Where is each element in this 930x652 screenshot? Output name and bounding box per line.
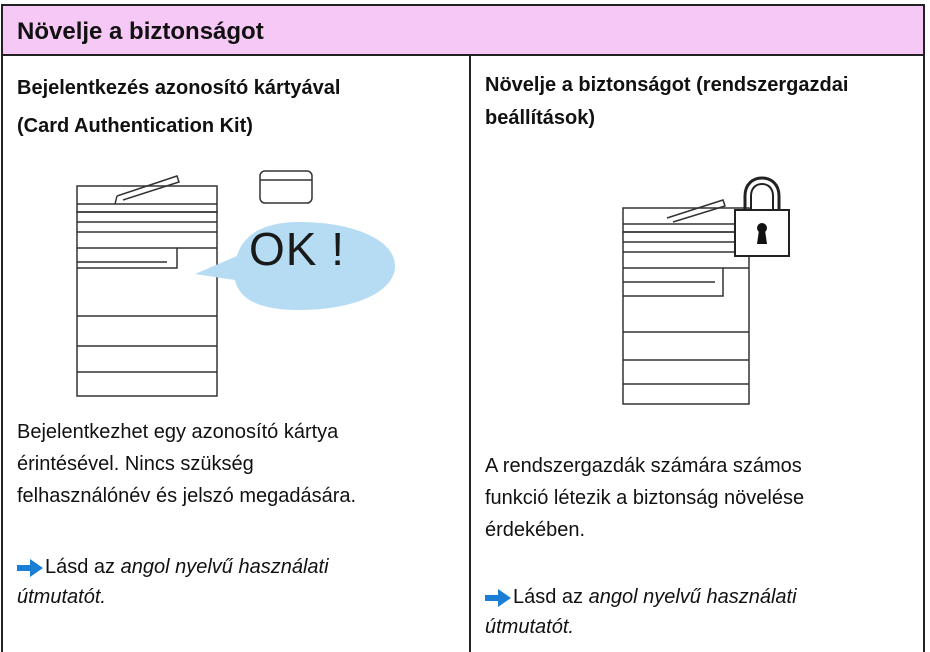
card-auth-description-line: Bejelentkezhet egy azonosító kártya — [17, 421, 339, 443]
ok-label: OK ! — [249, 223, 346, 275]
admin-security-description-line: funkció létezik a biztonság növelése — [485, 487, 805, 509]
printer-icon — [76, 175, 218, 397]
card-auth-description: Bejelentkezhet egy azonosító kártya érin… — [17, 416, 457, 512]
admin-security-reference: Lásd az angol nyelvű használati útmutató… — [485, 582, 915, 642]
reference-prefix: Lásd az — [45, 556, 116, 578]
reference-link[interactable]: útmutatót. — [485, 616, 574, 638]
reference-prefix: Lásd az — [513, 586, 584, 608]
admin-security-title: Növelje a biztonságot (rendszergazdai be… — [485, 69, 915, 135]
printer-icon — [622, 199, 750, 405]
section-header: Növelje a biztonságot — [1, 4, 925, 56]
card-auth-reference: Lásd az angol nyelvű használati útmutató… — [17, 552, 457, 612]
admin-security-description: A rendszergazdák számára számos funkció … — [485, 450, 915, 546]
card-auth-title: Bejelentkezés azonosító kártyával (Card … — [17, 69, 457, 145]
card-auth-description-line: érintésével. Nincs szükség — [17, 453, 254, 475]
admin-security-title-line1: Növelje a biztonságot (rendszergazdai — [485, 74, 849, 96]
reference-link[interactable]: angol nyelvű használati — [120, 556, 329, 578]
reference-link[interactable]: útmutatót. — [17, 586, 106, 608]
reference-link[interactable]: angol nyelvű használati — [588, 586, 797, 608]
padlock-icon — [734, 176, 790, 257]
admin-security-description-line: érdekében. — [485, 519, 586, 541]
card-icon — [259, 170, 313, 204]
arrow-right-icon — [485, 588, 511, 607]
section-title: Növelje a biztonságot — [17, 18, 264, 45]
admin-security-description-line: A rendszergazdák számára számos — [485, 455, 802, 477]
card-auth-title-line2: (Card Authentication Kit) — [17, 115, 253, 137]
card-auth-description-line: felhasználónév és jelszó megadására. — [17, 485, 357, 507]
ok-bubble — [195, 222, 395, 310]
card-auth-column: Bejelentkezés azonosító kártyával (Card … — [1, 56, 469, 652]
admin-security-column: Növelje a biztonságot (rendszergazdai be… — [469, 56, 925, 652]
card-auth-title-line1: Bejelentkezés azonosító kártyával — [17, 77, 341, 99]
arrow-right-icon — [17, 558, 43, 577]
admin-security-title-line2: beállítások) — [485, 107, 596, 129]
